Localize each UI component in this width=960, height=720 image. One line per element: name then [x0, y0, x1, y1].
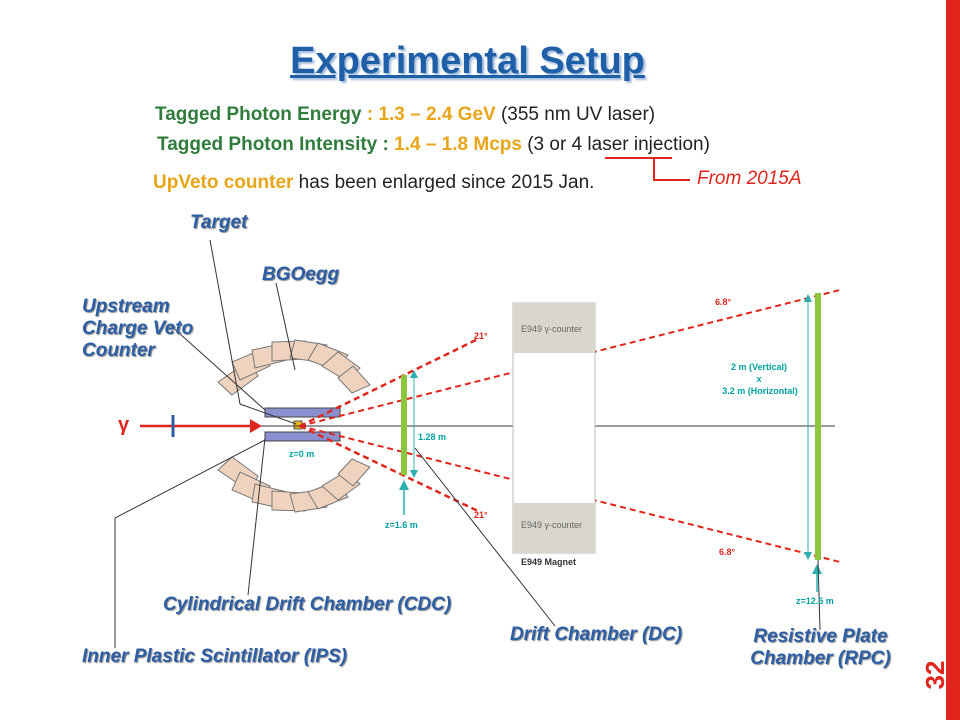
energy-line: Tagged Photon Energy : 1.3 – 2.4 GeV (35… [155, 104, 655, 126]
from-2015a-note: From 2015A [697, 168, 802, 189]
label-dc: Drift Chamber (DC) [510, 624, 683, 645]
intensity-note: (3 or 4 laser injection) [521, 134, 710, 155]
upveto-line: UpVeto counter has been enlarged since 2… [153, 172, 594, 194]
angle-68-top: 6.8° [715, 297, 732, 307]
energy-value: 1.3 – 2.4 GeV [378, 104, 496, 125]
gamma-symbol: γ [118, 414, 130, 436]
upveto-label: UpVeto counter [153, 172, 294, 193]
angle-68-bottom: 6.8° [719, 547, 736, 557]
angle-21-top: 21° [474, 331, 488, 341]
energy-label: Tagged Photon Energy [155, 104, 362, 125]
intensity-line: Tagged Photon Intensity : 1.4 – 1.8 Mcps… [157, 134, 710, 156]
e949-magnet-label: E949 Magnet [521, 557, 577, 567]
upveto-note: has been enlarged since 2015 Jan. [293, 172, 595, 193]
e949-counter-top: E949 γ-counter [521, 324, 583, 334]
label-ips: Inner Plastic Scintillator (IPS) [82, 646, 348, 667]
z0-label: z=0 m [289, 449, 315, 459]
label-bgoegg: BGOegg [262, 264, 340, 285]
dc-size-label: 1.28 m [418, 432, 447, 442]
accent-bar [946, 0, 960, 720]
z125-label: z=12.5 m [796, 596, 834, 606]
energy-sep: : [361, 104, 379, 125]
label-target: Target [190, 212, 248, 233]
rpc-size-x: x [756, 374, 762, 384]
slide-title: Experimental Setup [290, 40, 645, 82]
intensity-value: 1.4 – 1.8 Mcps [394, 134, 522, 155]
label-rpc: Resistive Plate Chamber (RPC) [750, 626, 891, 669]
label-cdc: Cylindrical Drift Chamber (CDC) [163, 594, 452, 615]
rpc-size-horizontal: 3.2 m (Horizontal) [722, 386, 798, 396]
rpc-size-vertical: 2 m (Vertical) [730, 362, 788, 372]
z16-label: z=1.6 m [385, 520, 418, 530]
angle-21-bottom: 21° [474, 510, 488, 520]
energy-note: (355 nm UV laser) [495, 104, 656, 125]
intensity-label: Tagged Photon Intensity : [157, 134, 395, 155]
e949-counter-bottom: E949 γ-counter [521, 520, 583, 530]
label-upstream-charge-veto: Upstream Charge Veto Counter [82, 296, 194, 361]
